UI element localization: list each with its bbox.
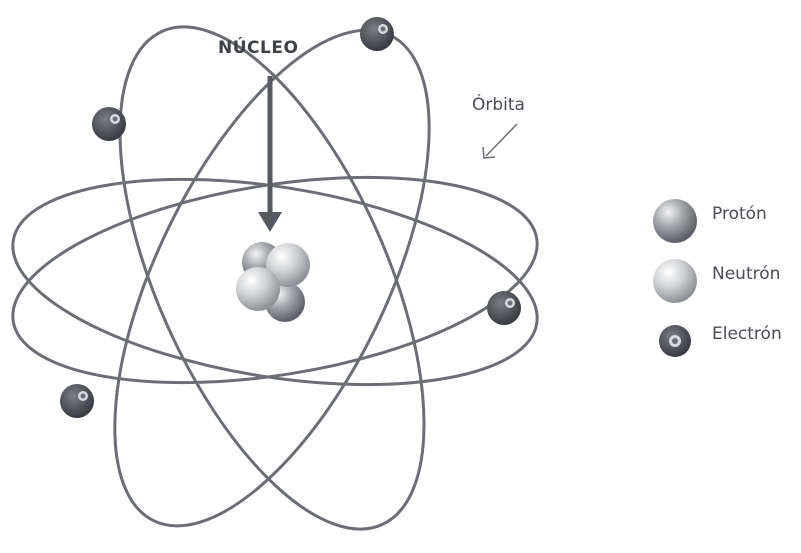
electron: [360, 17, 394, 51]
electron: [60, 384, 94, 418]
legend-item-proton: Protón: [650, 196, 800, 256]
nucleus-label: NÚCLEO: [218, 38, 299, 58]
orbit-pointer: [482, 123, 518, 159]
legend-item-neutron: Neutrón: [650, 256, 800, 316]
legend-label-electron: Electrón: [712, 324, 782, 344]
proton-sphere-icon: [653, 199, 697, 243]
legend: Protón Neutrón Electrón: [650, 196, 800, 376]
legend-label-neutron: Neutrón: [712, 264, 781, 284]
neutron-sphere: [236, 267, 280, 311]
legend-label-proton: Protón: [712, 204, 767, 224]
electron: [92, 107, 126, 141]
nucleus: [236, 242, 310, 322]
orbit-label: Órbita: [472, 95, 525, 115]
legend-item-electron: Electrón: [650, 316, 800, 376]
neutron-sphere-icon: [653, 259, 697, 303]
nucleus-arrow: [258, 76, 282, 232]
orbit-horizontal-2: [11, 177, 539, 387]
electron-icon: [659, 325, 691, 357]
orbit-tilted-left: [118, 25, 426, 531]
neutron-sphere: [266, 243, 310, 287]
orbit-horizontal-1: [11, 175, 539, 385]
electron: [487, 291, 521, 325]
